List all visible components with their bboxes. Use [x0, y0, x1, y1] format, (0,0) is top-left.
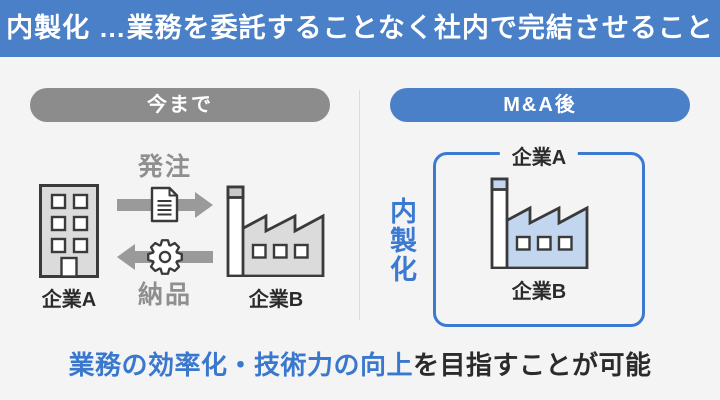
conclusion-normal: を目指すことが可能: [413, 350, 652, 380]
left-section-pill: 今まで: [30, 88, 330, 122]
order-label: 発注: [137, 153, 192, 181]
company-a-label-left: 企業A: [41, 289, 97, 311]
header-banner: 内製化 …業務を委託することなく社内で完結させること: [0, 0, 720, 57]
left-section-pill-label: 今まで: [147, 94, 213, 116]
company-merged-box: 企業A 企業B: [433, 141, 645, 327]
company-b-label-left: 企業B: [248, 289, 304, 311]
section-divider: [359, 90, 360, 320]
factory-icon-blue: [490, 177, 589, 269]
right-section-pill: M&A後: [390, 88, 690, 122]
insourcing-vertical-label: 内製化: [386, 197, 416, 284]
company-a-label-right: 企業A: [499, 141, 579, 170]
header-title: 内製化 …業務を委託することなく社内で完結させること: [6, 13, 714, 43]
document-icon: [150, 186, 179, 223]
office-building-icon: [39, 184, 99, 278]
factory-icon-gray: [226, 185, 325, 277]
conclusion-highlight: 業務の効率化・技術力の向上: [68, 350, 413, 380]
gear-icon: [147, 239, 183, 275]
company-b-label-right: 企業B: [511, 281, 567, 303]
right-section-pill-label: M&A後: [503, 94, 577, 116]
delivery-label: 納品: [137, 281, 192, 309]
conclusion-text: 業務の効率化・技術力の向上を目指すことが可能: [0, 345, 720, 385]
